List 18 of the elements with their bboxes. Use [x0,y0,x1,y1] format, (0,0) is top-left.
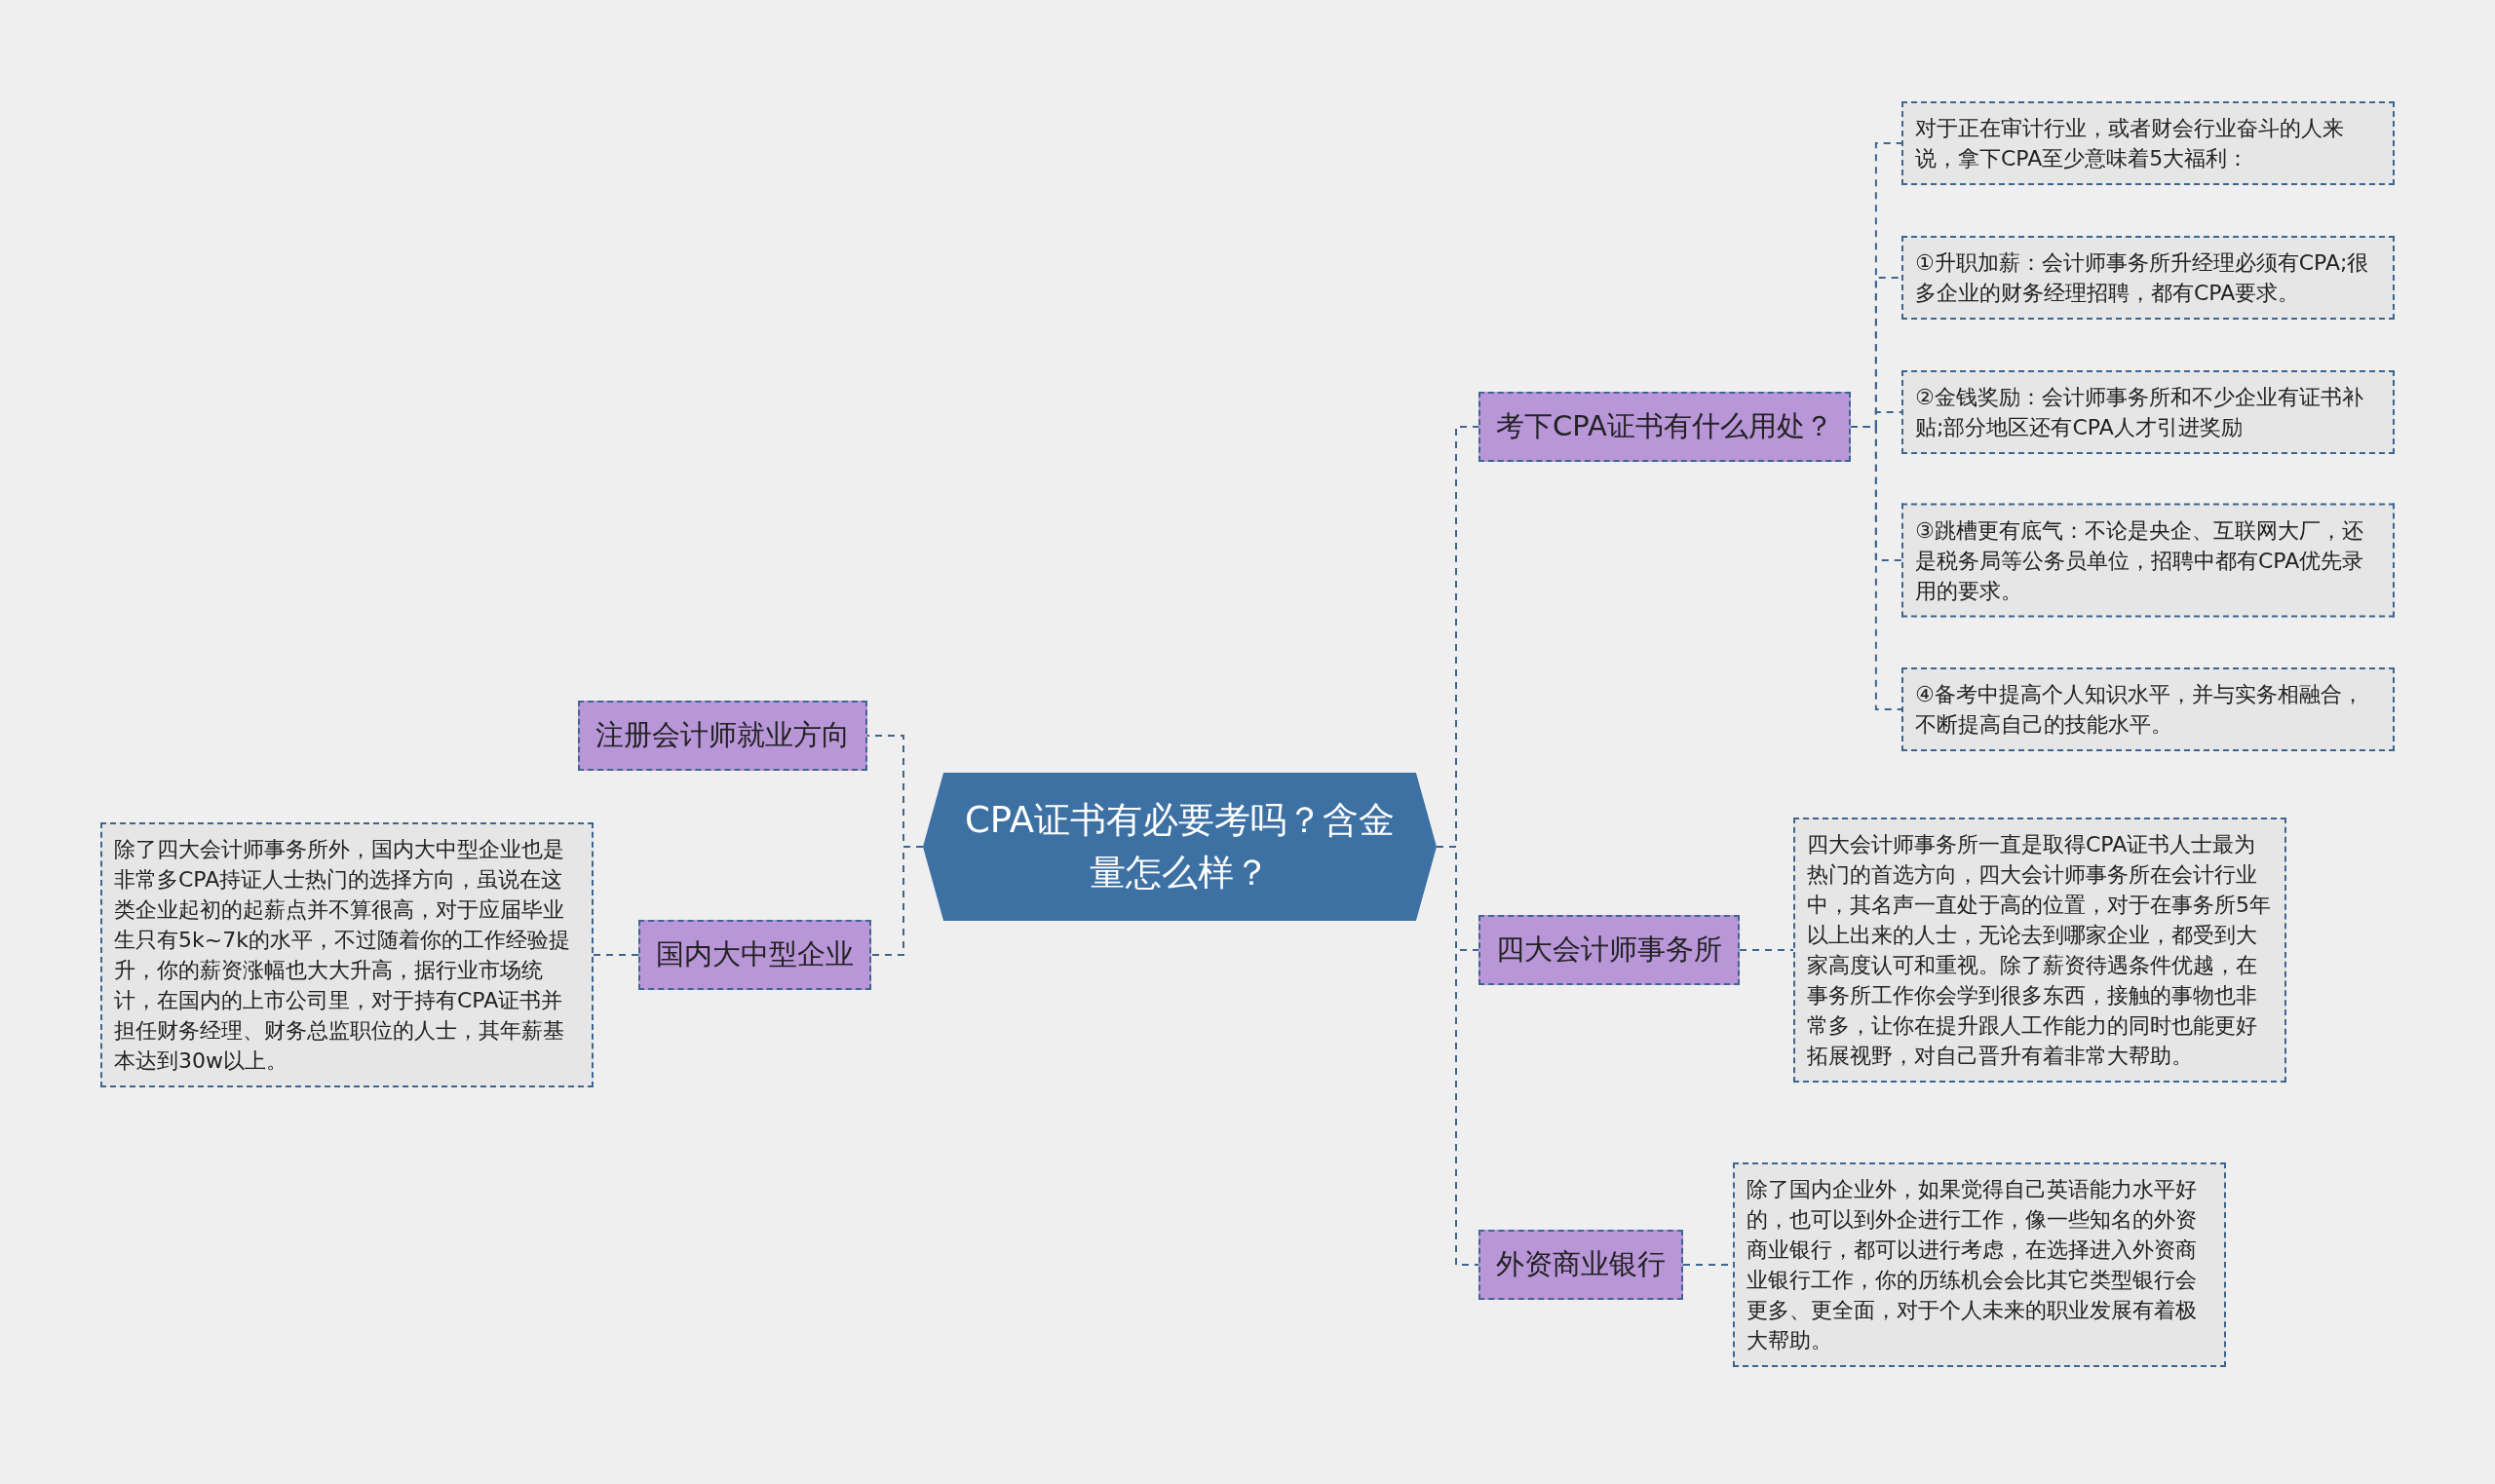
topic-title: CPA证书有必要考吗？含金量怎么样？ [963,798,1397,895]
topic-box: 外资商业银行 [1478,1230,1683,1300]
connector-line [593,954,639,956]
note-box: ④备考中提高个人知识水平，并与实务相融合，不断提高自己的技能水平。 [1901,667,2395,751]
topic-box: 注册会计师就业方向 [578,701,867,771]
topic-box: 国内大中型企业 [638,920,871,990]
note-box: 对于正在审计行业，或者财会行业奋斗的人来说，拿下CPA至少意味着5大福利： [1901,101,2395,185]
note-box: ③跳槽更有底气：不论是央企、互联网大厂，还是税务局等公务员单位，招聘中都有CPA优先录用的要求。 [1901,503,2395,618]
central-topic-hexagon [923,773,1437,921]
note-box: 四大会计师事务所一直是取得CPA证书人士最为热门的首选方向，四大会计师事务所在会计行业中，其名声一直处于高的位置，对于在事务所5年以上出来的人士，无论去到哪家企业，都受到大家高度认可和重视。除了薪资待遇条件优越，在事务所工作你会学到很多东西，接触的事物也非常多，让你在提升跟人工作能力的同时也能更好拓展视野，对自己晋升有着非常大帮助。 [1793,818,2286,1083]
topic-box: 四大会计师事务所 [1478,915,1740,985]
topic-box: 考下CPA证书有什么用处？ [1478,392,1851,462]
note-box: ②金钱奖励：会计师事务所和不少企业有证书补贴;部分地区还有CPA人才引进奖励 [1901,370,2395,454]
note-box: 除了国内企业外，如果觉得自己英语能力水平好的，也可以到外企进行工作，像一些知名的外资商业银行，都可以进行考虑，在选择进入外资商业银行工作，你的历练机会会比其它类型银行会更多、更全面，对于个人未来的职业发展有着极大帮助。 [1733,1162,2226,1367]
connector-line [1739,949,1794,951]
note-box: ①升职加薪：会计师事务所升经理必须有CPA;很多企业的财务经理招聘，都有CPA要求。 [1901,236,2395,320]
note-box: 除了四大会计师事务所外，国内大中型企业也是非常多CPA持证人士热门的选择方向，虽说在这类企业起初的起薪点并不算很高，对于应届毕业生只有5k~7k的水平，不过随着你的工作经验提升，你的薪资涨幅也大大升高，据行业市场统计，在国内的上市公司里，对于持有CPA证书并担任财务经理、财务总监职位的人士，其年薪基本达到30w以上。 [100,822,594,1087]
connector-line [870,846,924,956]
